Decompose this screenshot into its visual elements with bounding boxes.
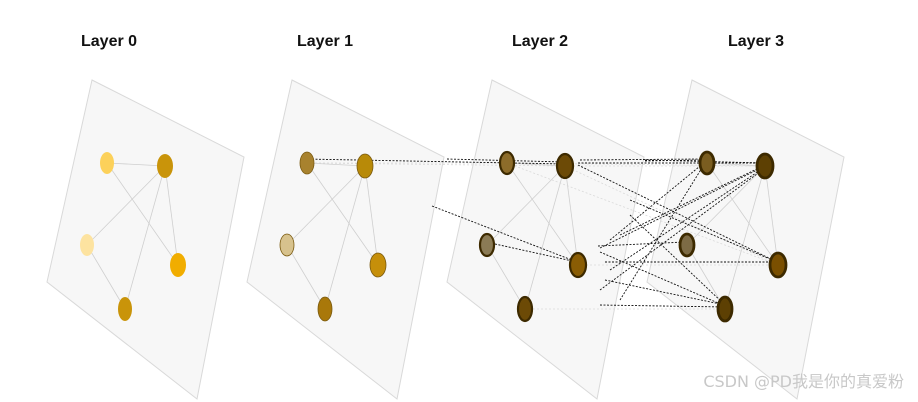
layer-plane-0 <box>46 79 245 400</box>
intra-edge-0-2 <box>106 162 179 266</box>
cross-layer-edge-5 <box>579 158 704 161</box>
cross-layer-edge-0 <box>304 158 566 165</box>
intra-edge-1-2 <box>306 162 379 266</box>
intra-edge-2-4 <box>524 165 566 310</box>
cross-layer-edge-16 <box>609 161 706 241</box>
layer-title-3: Layer 3 <box>728 33 785 50</box>
layer-title-1: Layer 1 <box>297 33 354 50</box>
faint-connector-4 <box>564 165 779 266</box>
node-layer3-0 <box>698 150 716 176</box>
cross-layer-edge-2 <box>446 158 566 163</box>
intra-edge-2-2 <box>506 162 579 266</box>
intra-edge-0-0 <box>106 162 166 167</box>
faint-connector-6 <box>506 162 779 266</box>
layer-plane-3 <box>646 79 845 400</box>
intra-edge-3-1 <box>686 165 766 246</box>
node-layer1-2 <box>279 233 295 257</box>
node-layer0-4 <box>118 297 132 321</box>
node-layer2-2 <box>478 232 496 258</box>
node-layer3-1 <box>755 152 775 180</box>
intra-edge-0-3 <box>164 165 179 266</box>
layer-title-0: Layer 0 <box>81 33 138 50</box>
cross-layer-edge-8 <box>577 164 778 263</box>
node-layer0-2 <box>80 234 94 256</box>
cross-layer-edge-11 <box>599 251 726 307</box>
faint-connector-1 <box>306 162 566 167</box>
cross-layer-edge-18 <box>599 167 766 291</box>
layer-title-2: Layer 2 <box>512 33 569 50</box>
cross-layer-edge-9 <box>597 241 686 247</box>
intra-edge-1-4 <box>324 165 366 310</box>
node-layer2-0 <box>498 150 516 176</box>
intra-edge-1-3 <box>364 165 379 266</box>
intra-edge-2-3 <box>564 165 579 266</box>
node-layer0-3 <box>170 253 186 277</box>
node-layer3-3 <box>768 251 788 279</box>
intra-edge-3-4 <box>724 165 766 310</box>
node-layer2-1 <box>555 152 575 180</box>
node-layer1-4 <box>317 296 333 322</box>
node-layer3-4 <box>716 295 734 323</box>
intra-edge-2-1 <box>486 165 566 246</box>
cross-layer-edge-4 <box>644 159 704 162</box>
node-layer3-2 <box>678 232 696 258</box>
cross-layer-edge-17 <box>619 164 766 236</box>
node-layer2-3 <box>568 251 588 279</box>
faint-connector-2 <box>506 162 766 167</box>
node-layer2-4 <box>516 295 534 323</box>
cross-layer-edge-13 <box>609 166 766 271</box>
layer-plane-2 <box>446 79 645 400</box>
cross-layer-edge-19 <box>619 162 706 301</box>
watermark: CSDN @PD我是你的真爱粉 <box>703 372 904 391</box>
node-layer1-0 <box>299 151 315 175</box>
intra-edge-0-4 <box>124 165 166 310</box>
node-layer0-0 <box>100 152 114 174</box>
intra-edge-3-3 <box>764 165 779 266</box>
intra-edge-3-2 <box>706 162 779 266</box>
intra-edge-3-5 <box>686 244 726 310</box>
intra-edge-1-5 <box>286 244 326 310</box>
layer-plane-1 <box>246 79 445 400</box>
intra-edge-0-5 <box>86 244 126 310</box>
cross-layer-edge-10 <box>599 165 766 249</box>
node-layer1-3 <box>369 252 387 278</box>
node-layer0-1 <box>157 154 173 178</box>
intra-edge-0-1 <box>86 165 166 246</box>
cross-layer-edge-1 <box>431 205 578 263</box>
intra-edge-2-5 <box>486 244 526 310</box>
intra-edge-1-1 <box>286 165 366 246</box>
cross-layer-edge-21 <box>629 214 726 306</box>
node-layer1-1 <box>356 153 374 179</box>
cross-layer-edge-14 <box>604 279 726 306</box>
